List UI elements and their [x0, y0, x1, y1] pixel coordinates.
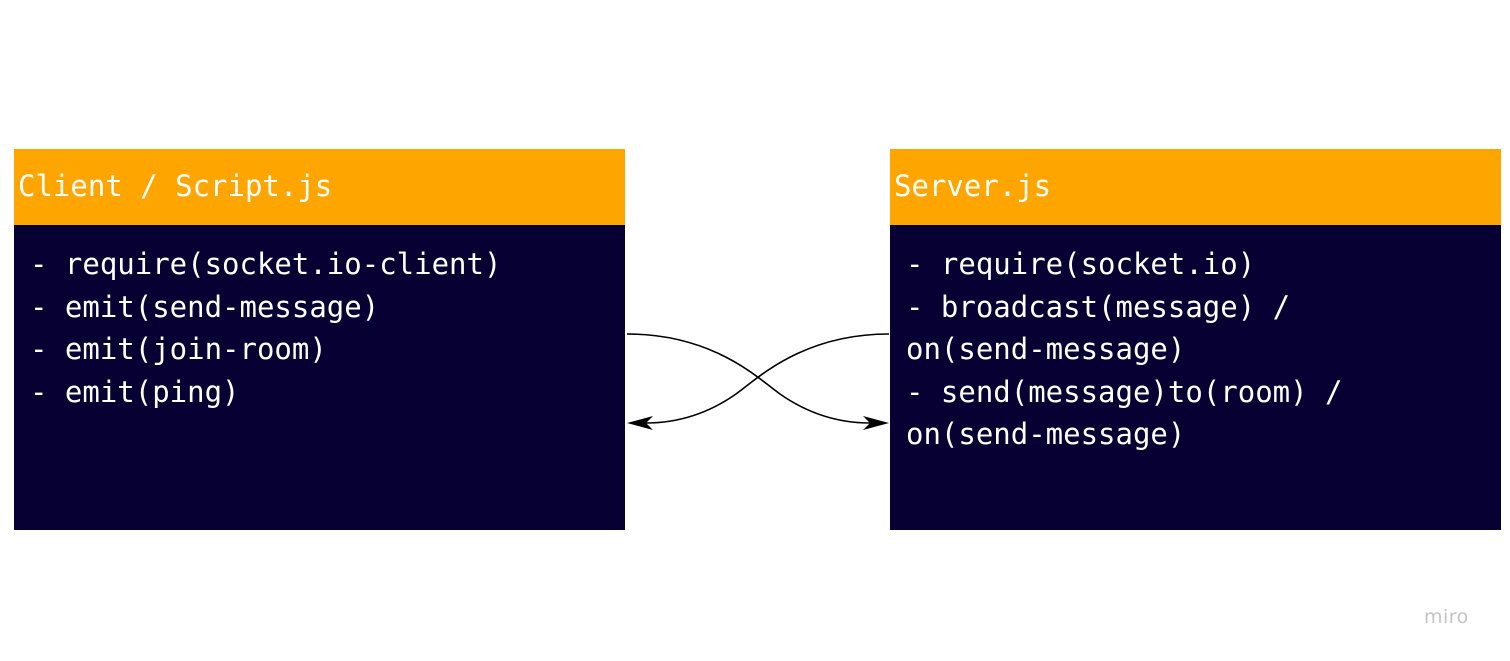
client-arrowhead-icon — [627, 416, 653, 430]
server-box-title: Server.js — [890, 149, 1501, 225]
client-line: - emit(join-room) — [30, 332, 327, 366]
client-line: - emit(send-message) — [30, 289, 380, 324]
server-to-client-arrow — [645, 333, 890, 424]
miro-watermark: miro — [1424, 606, 1469, 628]
client-to-server-arrow — [626, 333, 871, 424]
server-line: - send(message)to(room) / — [906, 374, 1343, 409]
server-box-body: - require(socket.io) - broadcast(message… — [890, 225, 1501, 456]
server-line: - require(socket.io) — [906, 247, 1256, 281]
client-line: - require(socket.io-client) — [30, 247, 502, 281]
server-line: on(send-message) — [906, 332, 1186, 366]
server-arrowhead-icon — [863, 416, 889, 430]
client-script-box: Client / Script.js - require(socket.io-c… — [14, 149, 625, 530]
client-box-body: - require(socket.io-client) - emit(send-… — [14, 225, 625, 413]
client-line: - emit(ping) — [30, 374, 240, 409]
server-box: Server.js - require(socket.io) - broadca… — [890, 149, 1501, 530]
server-line: - broadcast(message) / — [906, 289, 1291, 324]
client-box-title: Client / Script.js — [14, 149, 625, 225]
server-line: on(send-message) — [906, 417, 1186, 451]
